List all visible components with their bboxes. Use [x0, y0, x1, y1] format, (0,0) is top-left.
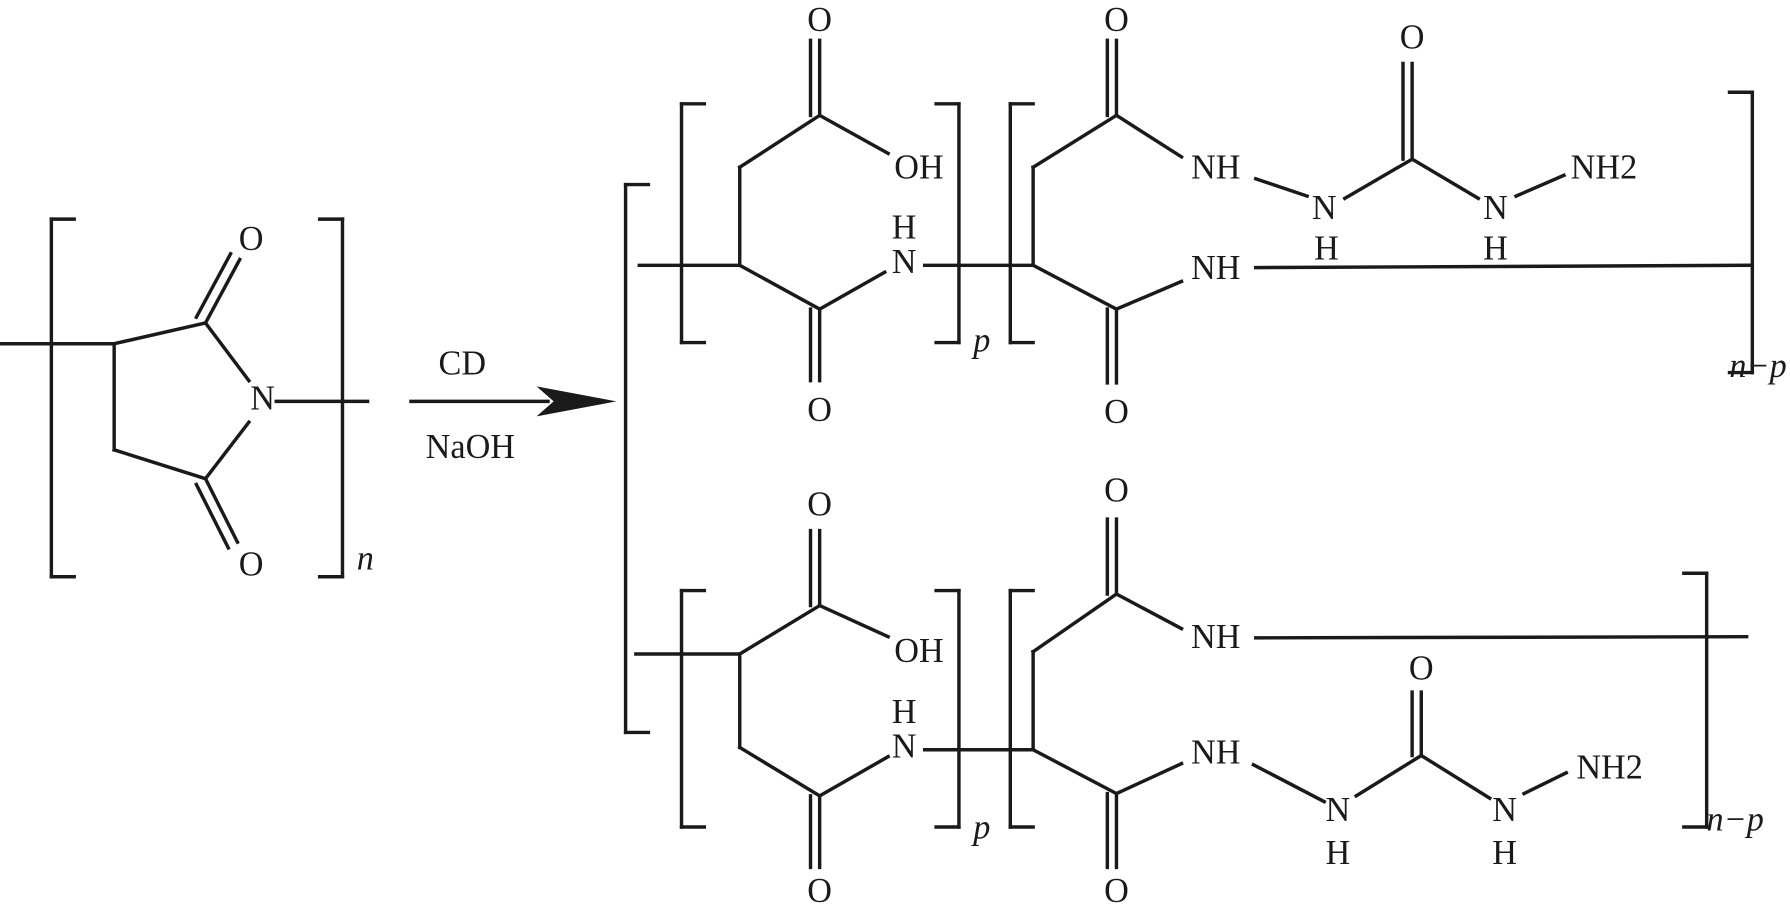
bond — [1114, 279, 1184, 312]
atom-label: N — [250, 379, 275, 417]
bond — [112, 320, 208, 346]
bond — [737, 745, 823, 799]
atom-label: NH2 — [1571, 149, 1638, 187]
bond — [1254, 263, 1755, 270]
atom-label: O — [807, 872, 832, 910]
atom-label: N — [1326, 791, 1351, 829]
bond — [1030, 591, 1119, 655]
bond — [737, 262, 822, 312]
atom-label: H — [892, 208, 917, 246]
bond — [1114, 761, 1184, 796]
atom-label: NH — [1191, 618, 1240, 656]
reaction-arrowhead — [536, 386, 617, 417]
bond — [203, 419, 252, 482]
repeat-index: n — [357, 540, 374, 578]
bond — [1030, 262, 1119, 312]
bond — [817, 269, 888, 312]
atom-label: O — [239, 220, 264, 258]
bond — [112, 447, 208, 481]
bond — [817, 603, 891, 639]
double-bond — [203, 257, 243, 326]
atom-label: O — [1409, 649, 1434, 687]
atom-label: O — [807, 391, 832, 429]
repeat-index: p — [970, 808, 990, 846]
atom-label: O — [239, 545, 264, 583]
atom-label: O — [1104, 872, 1129, 910]
atom-label: O — [1104, 471, 1129, 509]
bond — [1342, 156, 1415, 201]
bond — [817, 112, 891, 156]
atom-label: O — [1104, 393, 1129, 431]
atom-label: O — [807, 485, 832, 523]
reagent-label: CD — [439, 345, 487, 383]
atom-label: H — [1314, 229, 1339, 267]
bond — [1030, 747, 1119, 796]
bond — [817, 754, 891, 799]
atom-label: N — [1312, 189, 1337, 227]
atom-label: N — [1492, 791, 1517, 829]
bond — [1251, 762, 1327, 804]
atom-label: OH — [894, 149, 943, 187]
bond — [203, 320, 252, 384]
bond — [1253, 176, 1310, 199]
atom-label: H — [1326, 834, 1351, 872]
atom-label: H — [1483, 229, 1508, 267]
atom-label: H — [1492, 834, 1517, 872]
atom-label: NH — [1191, 149, 1240, 187]
atom-label: NH2 — [1576, 748, 1643, 786]
double-bond — [203, 476, 240, 545]
double-bond — [194, 251, 233, 320]
bond — [1254, 634, 1749, 640]
bond — [1418, 753, 1493, 801]
bond — [1114, 112, 1184, 160]
bond — [737, 112, 823, 170]
bond — [1521, 770, 1569, 796]
bond — [1353, 753, 1424, 799]
atom-label: OH — [894, 632, 943, 670]
bonds — [0, 38, 1755, 870]
atom-label: NH — [1191, 249, 1240, 287]
reagent-label: NaOH — [426, 428, 515, 466]
repeat-index: n−p — [1729, 347, 1786, 385]
atom-label: O — [807, 1, 832, 39]
repeat-index: n−p — [1707, 800, 1764, 838]
bond — [1513, 173, 1567, 199]
atom-label: N — [892, 728, 917, 766]
bond — [737, 603, 823, 657]
atom-label: O — [1400, 18, 1425, 56]
atom-label: H — [892, 693, 917, 731]
atom-label: O — [1104, 1, 1129, 39]
repeat-index: p — [970, 322, 990, 360]
atom-label: N — [1483, 189, 1508, 227]
atom-label: NH — [1191, 733, 1240, 771]
bond — [1409, 156, 1481, 201]
double-bond — [194, 482, 231, 551]
atom-label: N — [892, 243, 917, 281]
bond — [1030, 112, 1119, 170]
bond — [1114, 591, 1184, 631]
